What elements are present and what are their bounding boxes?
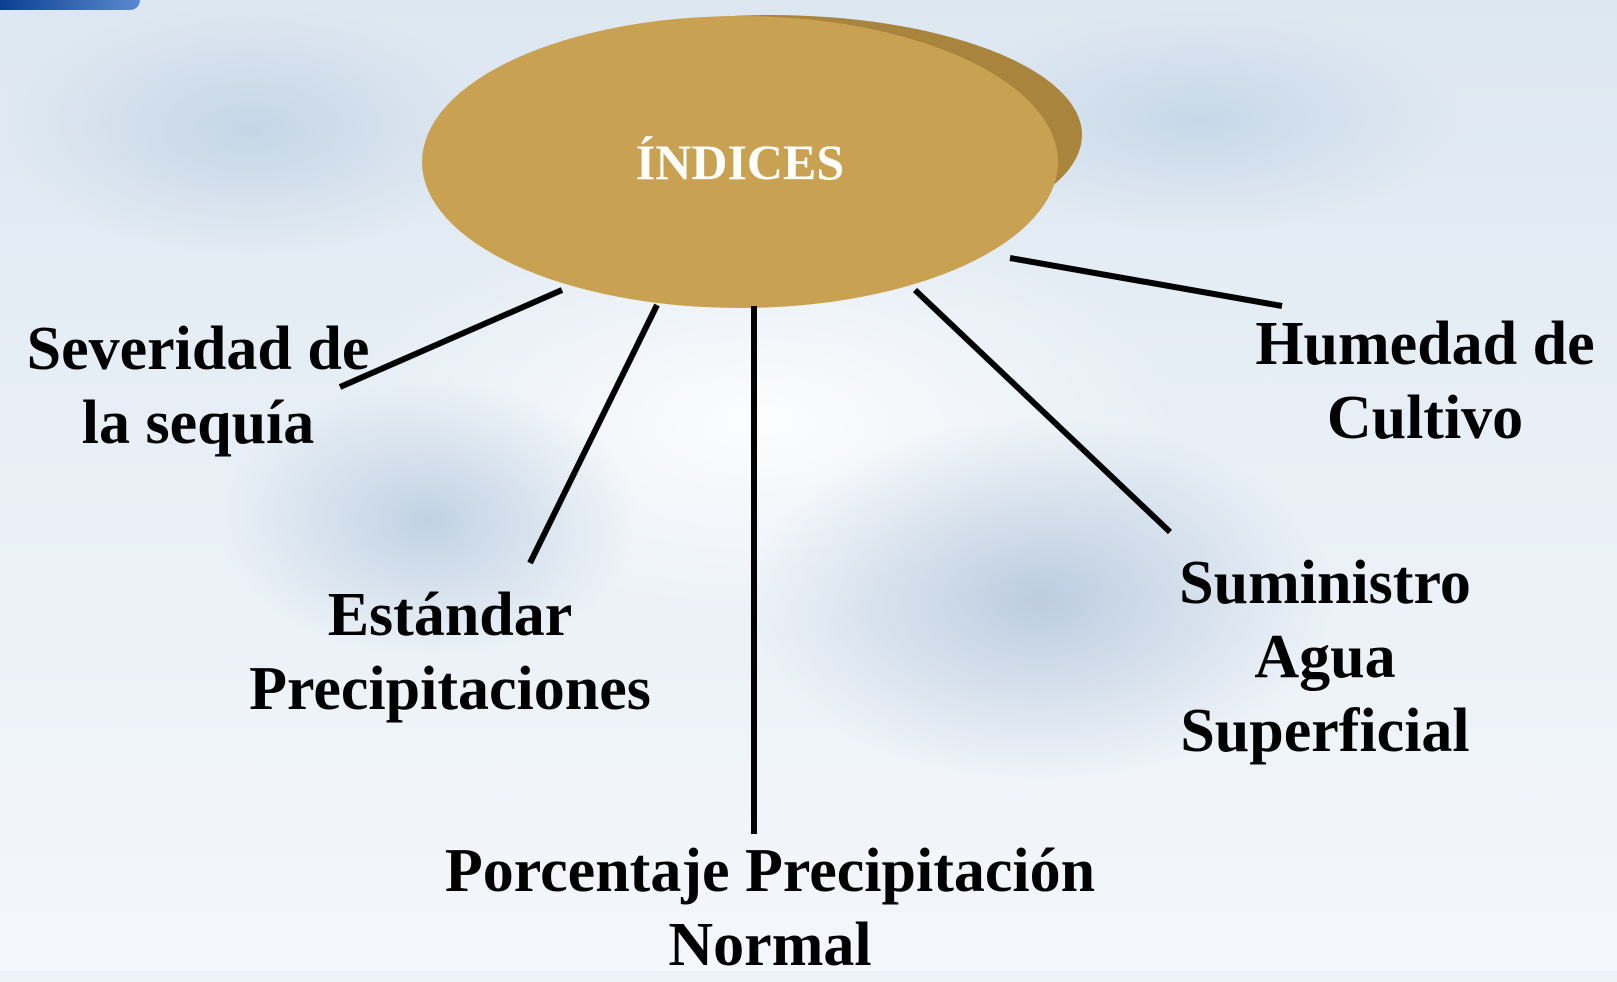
branch-porcentaje-line-2: Normal (668, 911, 872, 979)
connector-estandar (527, 303, 660, 565)
branch-suministro-line-3: Superficial (1180, 697, 1470, 765)
branch-estandar-line-2: Precipitaciones (249, 655, 651, 723)
branch-estandar: Estándar Precipitaciones (240, 578, 660, 726)
connector-suministro (912, 287, 1173, 535)
connector-humedad (1009, 255, 1283, 309)
branch-humedad-line-1: Humedad de (1255, 310, 1595, 378)
center-label: ÍNDICES (635, 134, 845, 190)
branch-porcentaje-line-1: Porcentaje Precipitación (444, 837, 1096, 905)
branch-humedad: Humedad de Cultivo (1245, 307, 1605, 455)
branch-severidad-line-1: Severidad de (26, 315, 370, 383)
branch-suministro-line-1: Suministro (1179, 549, 1471, 617)
center-ellipse (422, 16, 1058, 308)
branch-humedad-line-2: Cultivo (1326, 384, 1524, 452)
branch-suministro: Suministro Agua Superficial (1165, 546, 1485, 768)
connector-severidad (338, 287, 564, 390)
slide-corner-accent (0, 0, 140, 10)
branch-porcentaje: Porcentaje Precipitación Normal (430, 834, 1110, 982)
branch-estandar-line-1: Estándar (327, 581, 573, 649)
branch-severidad: Severidad de la sequía (18, 312, 378, 460)
branch-severidad-line-2: la sequía (81, 389, 315, 457)
branch-suministro-line-2: Agua (1254, 623, 1396, 691)
